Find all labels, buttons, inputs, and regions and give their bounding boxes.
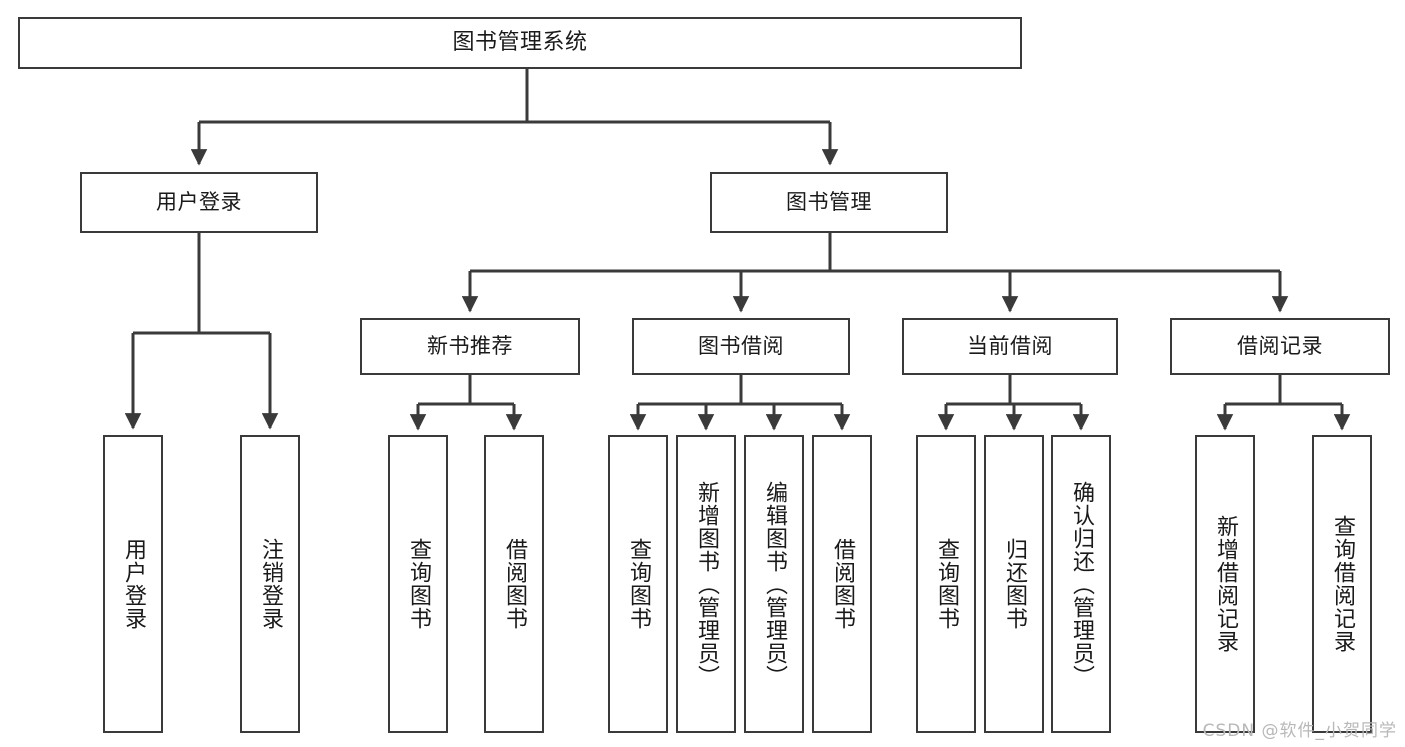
node-leaf-query-record[interactable]: 查询借阅记录: [1312, 435, 1372, 733]
node-label: 查询借阅记录: [1329, 515, 1355, 653]
node-leaf-confirm-return[interactable]: 确认归还（管理员）: [1051, 435, 1111, 733]
node-leaf-return-book[interactable]: 归还图书: [984, 435, 1044, 733]
node-book-manage[interactable]: 图书管理: [710, 172, 948, 233]
node-user-login[interactable]: 用户登录: [80, 172, 318, 233]
node-label: 用户登录: [120, 538, 146, 630]
node-label: 借阅图书: [501, 538, 527, 630]
node-borrow-record[interactable]: 借阅记录: [1170, 318, 1390, 375]
node-label: 归还图书: [1001, 538, 1027, 630]
node-label: 编辑图书（管理员）: [761, 480, 787, 688]
node-book-borrow[interactable]: 图书借阅: [632, 318, 850, 375]
node-leaf-edit-book[interactable]: 编辑图书（管理员）: [744, 435, 804, 733]
node-new-book-rec[interactable]: 新书推荐: [360, 318, 580, 375]
node-label: 新增图书（管理员）: [693, 480, 719, 688]
node-leaf-query-book-rec[interactable]: 查询图书: [388, 435, 448, 733]
node-label: 查询图书: [405, 538, 431, 630]
node-label: 确认归还（管理员）: [1068, 480, 1094, 688]
node-label: 注销登录: [257, 538, 283, 630]
node-leaf-query-book-cur[interactable]: 查询图书: [916, 435, 976, 733]
node-label: 借阅图书: [829, 538, 855, 630]
node-leaf-add-book[interactable]: 新增图书（管理员）: [676, 435, 736, 733]
node-leaf-borrow-book-rec[interactable]: 借阅图书: [484, 435, 544, 733]
node-label: 新增借阅记录: [1212, 515, 1238, 653]
watermark: CSDN @软件_小贺同学: [1202, 721, 1397, 741]
node-current-borrow[interactable]: 当前借阅: [902, 318, 1118, 375]
node-leaf-add-record[interactable]: 新增借阅记录: [1195, 435, 1255, 733]
node-leaf-user-login[interactable]: 用户登录: [103, 435, 163, 733]
node-leaf-borrow-book[interactable]: 借阅图书: [812, 435, 872, 733]
node-root[interactable]: 图书管理系统: [18, 17, 1022, 69]
node-label: 查询图书: [625, 538, 651, 630]
node-leaf-query-book[interactable]: 查询图书: [608, 435, 668, 733]
node-label: 查询图书: [933, 538, 959, 630]
node-leaf-user-logout[interactable]: 注销登录: [240, 435, 300, 733]
